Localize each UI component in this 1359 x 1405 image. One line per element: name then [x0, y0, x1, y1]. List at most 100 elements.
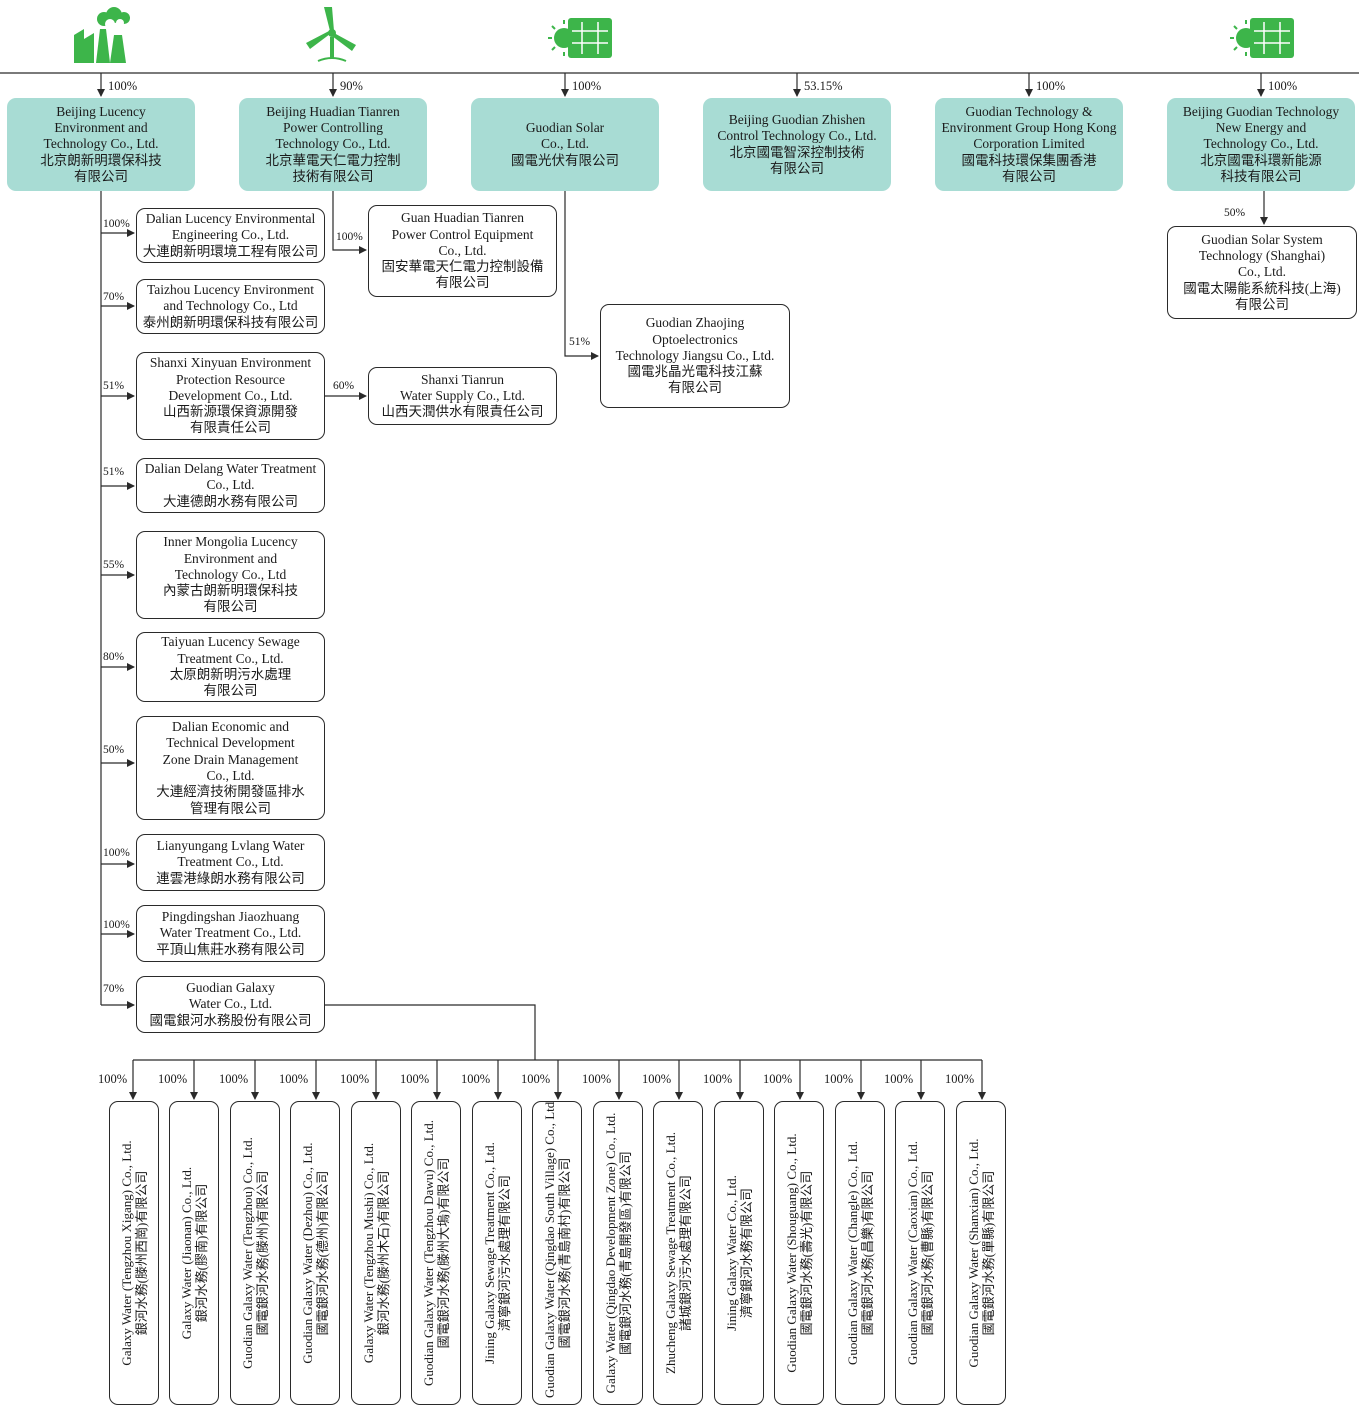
entity-name-zh: 科技有限公司: [1220, 168, 1302, 184]
sub-pct: 80%: [103, 651, 125, 663]
entity-name-line: Treatment Co., Ltd.: [177, 650, 284, 666]
entity-name-line: Environment and: [183, 550, 278, 566]
entity-name-en: Technology Co., Ltd.: [275, 136, 391, 152]
galaxy-subsidiary-name: Guodian Galaxy Water (Shouguang) Co., Lt…: [784, 1108, 814, 1398]
entity-name-line: and Technology Co., Ltd: [163, 298, 298, 314]
entity-name-line: 泰州朗新明環保科技有限公司: [142, 314, 319, 330]
entity-name-zh: 國電銀河水務(曹縣)有限公司: [920, 1170, 935, 1336]
galaxy-pct: 100%: [461, 1072, 491, 1086]
entity-name-en: Guodian Galaxy Water (Tengzhou Dawu) Co.…: [421, 1119, 436, 1387]
entity-name-en: Galaxy Water (Qingdao Development Zone) …: [603, 1112, 618, 1394]
sub-pct: 50%: [1224, 207, 1246, 219]
subsidiary-taiyuan-lucency: Taiyuan Lucency Sewage Treatment Co., Lt…: [136, 632, 325, 702]
entity-name-line: Dalian Delang Water Treatment: [144, 461, 317, 477]
entity-guodian-zhishen: Beijing Guodian Zhishen Control Technolo…: [703, 98, 891, 191]
entity-name-en: Technology Co., Ltd.: [1203, 136, 1319, 152]
galaxy-subsidiary-box: Guodian Galaxy Water (Caoxian) Co., Ltd.…: [895, 1101, 945, 1405]
galaxy-subsidiary-name: Guodian Galaxy Water (Changle) Co., Ltd.…: [845, 1108, 875, 1398]
entity-name-line: Shanxi Tianrun: [421, 371, 504, 387]
entity-name-en: Control Technology Co., Ltd.: [717, 128, 877, 144]
entity-name-line: 有限公司: [435, 275, 490, 291]
entity-name-line: 大連德朗水務有限公司: [163, 493, 298, 509]
entity-name-en: Corporation Limited: [973, 136, 1085, 152]
entity-name-zh: 國電銀河水務(青島開發區)有限公司: [618, 1151, 633, 1355]
entity-name-zh: 有限公司: [74, 168, 128, 184]
entity-name-zh: 有限公司: [770, 160, 824, 176]
galaxy-pct: 100%: [521, 1072, 551, 1086]
entity-name-zh: 國電銀河水務(單縣)有限公司: [981, 1170, 996, 1336]
galaxy-subsidiary-box: Guodian Galaxy Water (Qingdao South Vill…: [532, 1101, 582, 1405]
entity-beijing-lucency: Beijing Lucency Environment and Technolo…: [7, 98, 195, 191]
top-pct-solar: 100%: [572, 79, 602, 93]
entity-name-line: Guodian Zhaojing: [645, 315, 745, 331]
entity-name-en: Beijing Huadian Tianren: [266, 103, 400, 119]
entity-name-line: 山西新源環保資源開發: [163, 404, 298, 420]
galaxy-pct: 100%: [219, 1072, 249, 1086]
entity-name-en: Technology Co., Ltd.: [43, 136, 159, 152]
entity-name-line: 有限公司: [203, 599, 258, 615]
entity-name-line: Guan Huadian Tianren: [401, 210, 524, 226]
galaxy-pct: 100%: [400, 1072, 430, 1086]
entity-name-line: Development Co., Ltd.: [168, 387, 293, 403]
entity-name-en: Beijing Guodian Zhishen: [728, 111, 866, 127]
galaxy-subsidiary-name: Galaxy Water (Jiaonan) Co., Ltd.銀河水務(膠南)…: [179, 1108, 209, 1398]
entity-name-line: Power Control Equipment: [391, 226, 534, 242]
sub-pct: 50%: [103, 744, 125, 756]
entity-name-en: Guodian Technology &: [965, 103, 1093, 119]
entity-name-zh: 諸城銀河污水處理有限公司: [678, 1175, 693, 1332]
entity-name-line: 有限公司: [1235, 296, 1289, 312]
galaxy-pct: 100%: [98, 1072, 128, 1086]
sub-pct: 70%: [103, 291, 125, 303]
subsidiary-solar-shanghai: Guodian Solar System Technology (Shangha…: [1167, 226, 1357, 319]
entity-name-line: Engineering Co., Ltd.: [171, 227, 290, 243]
entity-name-line: Dalian Economic and: [172, 719, 289, 735]
entity-name-line: Shanxi Xinyuan Environment: [149, 355, 312, 371]
entity-name-zh: 國電銀河水務(青島南村)有限公司: [557, 1157, 572, 1349]
entity-name-zh: 銀河水務(膠南)有限公司: [194, 1183, 209, 1323]
galaxy-subsidiary-name: Guodian Galaxy Water (Tengzhou) Co., Ltd…: [240, 1108, 270, 1398]
galaxy-pct: 100%: [945, 1072, 975, 1086]
galaxy-subsidiary-box: Guodian Galaxy Water (Shanxian) Co., Ltd…: [956, 1101, 1006, 1405]
subsidiary-dalian-lucency: Dalian Lucency Environmental Engineering…: [136, 208, 325, 263]
entity-name-zh: 北京華電天仁電力控制: [265, 152, 401, 168]
entity-name-en: Beijing Lucency: [56, 103, 146, 119]
entity-name-zh: 有限公司: [1002, 168, 1056, 184]
entity-name-en: Guodian Galaxy Water (Tengzhou) Co., Ltd…: [240, 1137, 255, 1369]
entity-name-zh: 國電銀河水務(昌樂)有限公司: [860, 1170, 875, 1336]
entity-name-en: Co., Ltd.: [540, 136, 589, 152]
entity-name-line: 國電銀河水務股份有限公司: [149, 1012, 312, 1028]
top-pct-zhishen: 53.15%: [804, 79, 843, 93]
entity-hong-kong-corp: Guodian Technology & Environment Group H…: [935, 98, 1123, 191]
subsidiary-shanxi-tianrun: Shanxi Tianrun Water Supply Co., Ltd. 山西…: [368, 367, 557, 425]
galaxy-subsidiary-name: Zhucheng Galaxy Sewage Treatment Co., Lt…: [663, 1108, 693, 1398]
entity-name-line: 山西天潤供水有限責任公司: [381, 404, 544, 420]
subsidiary-zhaojing: Guodian Zhaojing Optoelectronics Technol…: [600, 304, 790, 408]
entity-name-line: Water Co., Ltd.: [188, 996, 273, 1012]
subsidiary-dalian-drain: Dalian Economic and Technical Developmen…: [136, 716, 325, 820]
entity-new-energy: Beijing Guodian Technology New Energy an…: [1167, 98, 1355, 191]
entity-name-line: Guodian Solar System: [1201, 231, 1323, 247]
galaxy-pct: 100%: [763, 1072, 793, 1086]
entity-name-zh: 國電科技環保集團香港: [961, 152, 1097, 168]
entity-name-zh: 技術有限公司: [292, 168, 374, 184]
entity-name-en: Zhucheng Galaxy Sewage Treatment Co., Lt…: [663, 1132, 678, 1374]
galaxy-subsidiary-box: Galaxy Water (Tengzhou Mushi) Co., Ltd.銀…: [351, 1101, 401, 1405]
entity-name-en: Guodian Galaxy Water (Shouguang) Co., Lt…: [784, 1133, 799, 1373]
entity-name-line: 平頂山焦莊水務有限公司: [156, 941, 305, 957]
galaxy-subsidiary-name: Galaxy Water (Tengzhou Mushi) Co., Ltd.銀…: [361, 1108, 391, 1398]
entity-name-line: 有限責任公司: [190, 420, 271, 436]
entity-name-line: 有限公司: [203, 683, 258, 699]
entity-name-line: 國電太陽能系統科技(上海): [1183, 280, 1341, 296]
galaxy-subsidiary-box: Guodian Galaxy Water (Tengzhou) Co., Ltd…: [230, 1101, 280, 1405]
top-pct-new-energy: 100%: [1268, 79, 1298, 93]
sub-pct: 100%: [103, 218, 130, 230]
entity-name-en: Power Controlling: [282, 120, 384, 136]
top-pct-huadian: 90%: [340, 79, 363, 93]
galaxy-subsidiary-box: Jining Galaxy Water Co., Ltd.濟寧銀河水務有限公司: [714, 1101, 764, 1405]
galaxy-subsidiary-name: Galaxy Water (Qingdao Development Zone) …: [603, 1108, 633, 1398]
entity-name-zh: 北京國電智深控制技術: [729, 144, 865, 160]
sub-pct: 51%: [103, 380, 125, 392]
entity-name-zh: 濟寧銀河污水處理有限公司: [497, 1175, 512, 1332]
galaxy-subsidiary-name: Guodian Galaxy Water (Qingdao South Vill…: [542, 1102, 572, 1398]
